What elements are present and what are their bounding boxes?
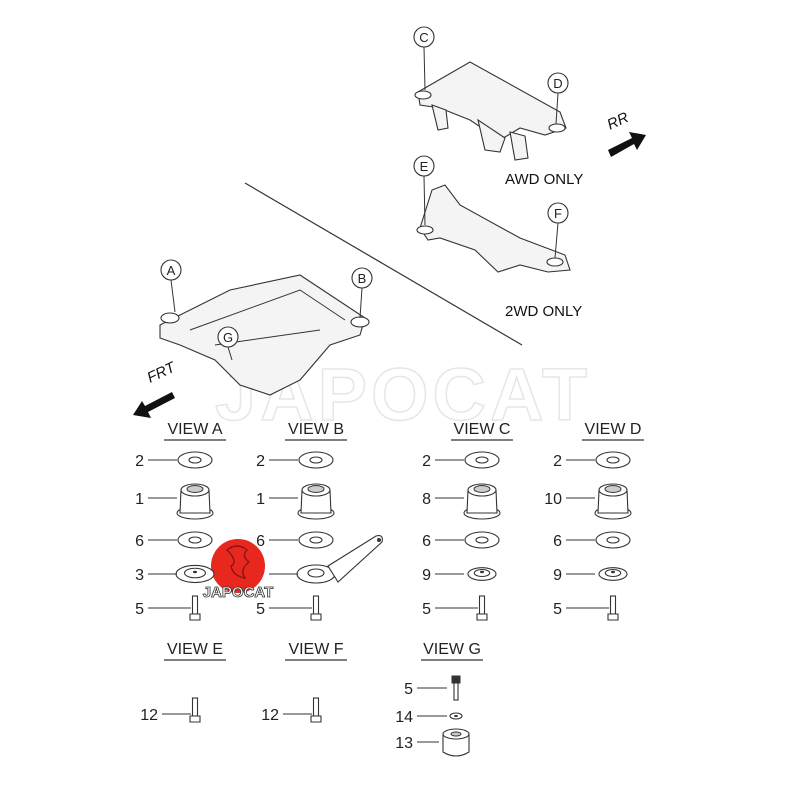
bushing-part bbox=[594, 483, 632, 520]
washer-part bbox=[177, 531, 213, 549]
view-title: VIEW A bbox=[167, 421, 222, 438]
bracket-part bbox=[296, 535, 383, 584]
part-number-label: 6 bbox=[553, 533, 562, 550]
part-number-label: 9 bbox=[553, 567, 562, 584]
bolt-part bbox=[189, 595, 201, 621]
rear-direction-arrow-icon bbox=[608, 132, 646, 157]
part-number-label: 5 bbox=[404, 681, 413, 698]
part-number-label: 12 bbox=[140, 707, 158, 724]
small-washer-part bbox=[449, 712, 463, 720]
view-c bbox=[463, 451, 501, 621]
callout-e: E bbox=[420, 159, 429, 174]
callout-leader bbox=[170, 279, 176, 313]
callout-f: F bbox=[554, 206, 562, 221]
part-number-label: 3 bbox=[135, 567, 144, 584]
callout-leader bbox=[423, 46, 426, 91]
callout-circle bbox=[351, 267, 373, 289]
2wd-only-label: 2WD ONLY bbox=[505, 303, 582, 320]
part-number-label: 9 bbox=[422, 567, 431, 584]
callout-c: C bbox=[419, 30, 428, 45]
washer-part bbox=[298, 451, 334, 469]
view-f bbox=[310, 697, 322, 723]
seat-part bbox=[175, 564, 215, 584]
2wd-rear-subframe bbox=[416, 184, 571, 273]
bolt-part bbox=[189, 697, 201, 723]
part-number-label: 2 bbox=[135, 453, 144, 470]
front-direction-arrow-icon bbox=[133, 392, 175, 418]
part-number-label: 6 bbox=[256, 533, 265, 550]
awd-only-label: AWD ONLY bbox=[505, 171, 583, 188]
callout-b: B bbox=[358, 271, 367, 286]
ring-part bbox=[467, 567, 497, 581]
part-number-label: 14 bbox=[395, 709, 413, 726]
washer-part bbox=[595, 531, 631, 549]
part-number-label: 2 bbox=[422, 453, 431, 470]
callout-leader bbox=[555, 92, 559, 125]
bolt-part bbox=[476, 595, 488, 621]
callout-circle bbox=[547, 202, 569, 224]
view-title: VIEW D bbox=[585, 421, 642, 438]
part-number-label: 6 bbox=[135, 533, 144, 550]
part-number-label: 12 bbox=[261, 707, 279, 724]
view-title: VIEW G bbox=[423, 641, 481, 658]
part-number-label: 5 bbox=[135, 601, 144, 618]
frt-label: FRT bbox=[145, 358, 180, 386]
bolt-part bbox=[310, 697, 322, 723]
washer-part bbox=[177, 451, 213, 469]
logo-text: JAPOCAT bbox=[203, 584, 274, 601]
part-number-label: 8 bbox=[422, 491, 431, 508]
callout-circle bbox=[413, 155, 435, 177]
part-number-label: 6 bbox=[422, 533, 431, 550]
callout-group: A B C D E F G bbox=[160, 26, 569, 361]
rr-label: RR bbox=[605, 109, 632, 134]
view-b bbox=[296, 451, 383, 621]
part-number-label: 5 bbox=[422, 601, 431, 618]
callout-circle bbox=[217, 326, 239, 348]
washer-part bbox=[595, 451, 631, 469]
bushing-part bbox=[176, 483, 214, 520]
part-number-label: 2 bbox=[256, 453, 265, 470]
view-title: VIEW E bbox=[167, 641, 223, 658]
callout-circle bbox=[413, 26, 435, 48]
bolt-part bbox=[607, 595, 619, 621]
part-number-label: 2 bbox=[553, 453, 562, 470]
callout-leader bbox=[554, 222, 559, 259]
japocat-logo: JAPOCAT bbox=[202, 539, 274, 601]
callout-leader bbox=[227, 346, 233, 361]
part-number-label: 13 bbox=[395, 735, 413, 752]
view-title: VIEW C bbox=[454, 421, 511, 438]
callout-circle bbox=[547, 72, 569, 94]
part-number-label: 10 bbox=[544, 491, 562, 508]
section-divider bbox=[244, 182, 523, 346]
view-d bbox=[594, 451, 632, 621]
callout-a: A bbox=[167, 263, 176, 278]
ring-part bbox=[598, 567, 628, 581]
washer-part bbox=[464, 531, 500, 549]
bushing-part bbox=[297, 483, 335, 520]
callout-d: D bbox=[553, 76, 562, 91]
view-title: VIEW F bbox=[288, 641, 343, 658]
view-a bbox=[175, 451, 215, 621]
callout-circle bbox=[160, 259, 182, 281]
bolt-up-part bbox=[451, 675, 461, 701]
bolt-part bbox=[310, 595, 322, 621]
awd-rear-subframe bbox=[414, 61, 567, 161]
spacer-part bbox=[442, 728, 470, 757]
part-number-label: 1 bbox=[256, 491, 265, 508]
view-e bbox=[189, 697, 201, 723]
callout-g: G bbox=[223, 330, 233, 345]
view-g bbox=[442, 675, 470, 757]
part-number-label: 1 bbox=[135, 491, 144, 508]
washer-part bbox=[464, 451, 500, 469]
callout-leader bbox=[359, 287, 363, 319]
bushing-part bbox=[463, 483, 501, 520]
exploded-views: VIEW A 2 1 6 3 5 VIEW B 2 1 6 5 VIEW C 2 8 6 9 5 VIEW D 2 1… bbox=[135, 421, 644, 757]
part-number-label: 5 bbox=[256, 601, 265, 618]
washer-part bbox=[298, 531, 334, 549]
part-number-label: 5 bbox=[553, 601, 562, 618]
callout-leader bbox=[423, 175, 426, 226]
view-title: VIEW B bbox=[288, 421, 344, 438]
